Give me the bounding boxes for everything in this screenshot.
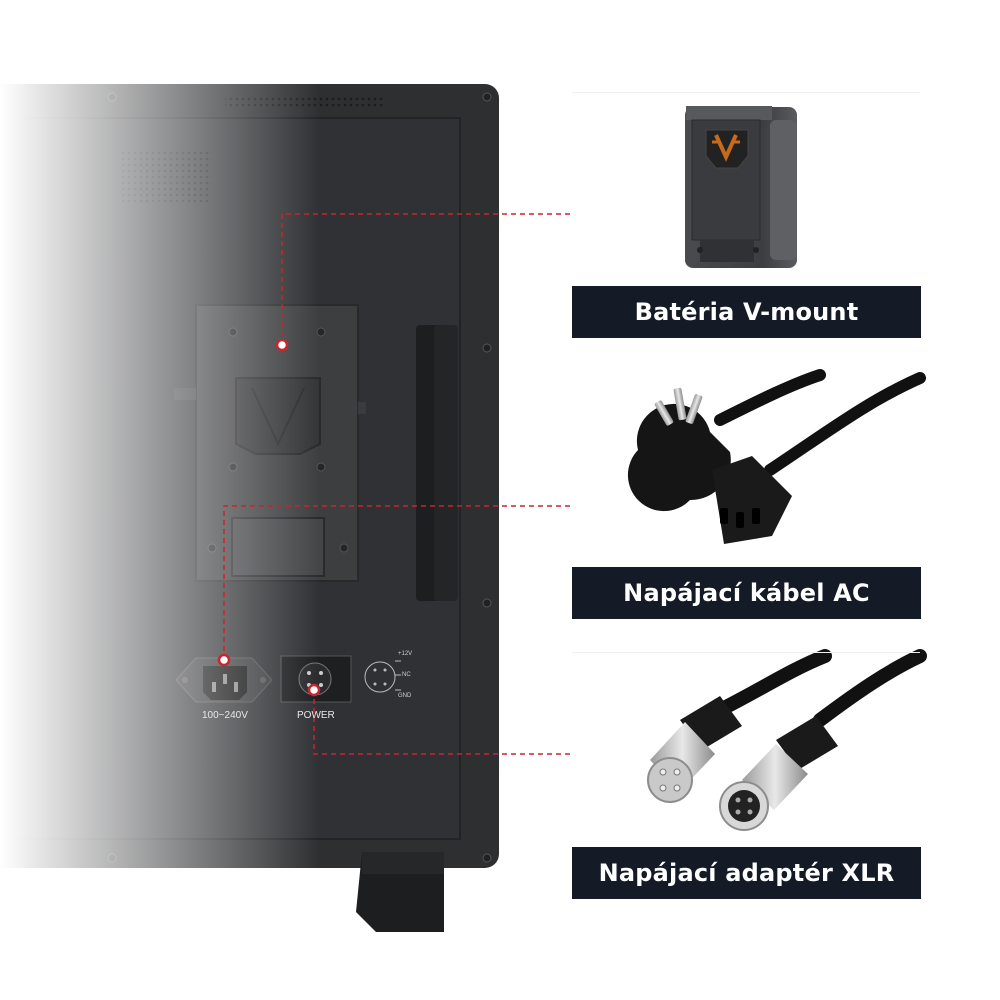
power-port-label: POWER [297,710,335,721]
pin-label-12v: +12V [398,651,413,657]
divider [572,92,920,93]
caption-v-mount-battery: Batéria V-mount [572,286,921,338]
pin-diagram [364,660,401,693]
caption-xlr-adapter: Napájací adaptér XLR [572,847,921,899]
caption-ac-power-cable: Napájací kábel AC [572,567,921,619]
side-handle [416,325,458,601]
stand-foot [356,852,444,932]
divider [572,652,920,653]
ac-cable-image [627,369,926,544]
ac-port-label: 100~240V [202,710,248,721]
xlr-cable-image [647,649,927,831]
pin-label-nc: NC [402,672,411,678]
callout-dots [217,338,321,697]
v-mount-battery-image [685,106,797,268]
pin-label-gnd: GND [398,693,412,699]
callout-lines [223,213,572,755]
